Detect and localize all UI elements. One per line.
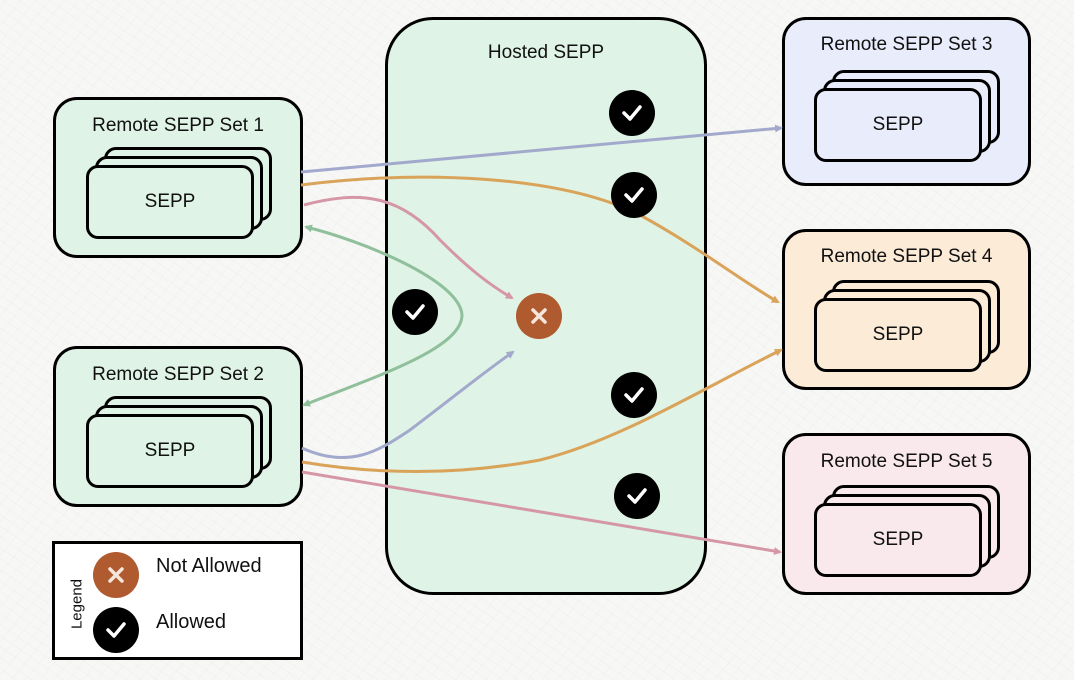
flow-set1-to-set3	[300, 124, 783, 174]
remote-set-title: Remote SEPP Set 3	[820, 34, 993, 55]
remote-set-title: Remote SEPP Set 5	[820, 451, 993, 472]
sepp-node-label: SEPP	[144, 440, 196, 461]
legend-label-not-allowed: Not Allowed	[156, 555, 262, 577]
legend-label-allowed: Allowed	[156, 611, 227, 633]
sepp-node: SEPP	[86, 165, 254, 239]
check-circle-icon	[106, 622, 126, 638]
hosted-sepp-title: Hosted SEPP	[487, 42, 605, 63]
allowed-badge	[611, 172, 657, 218]
remote-set-title: Remote SEPP Set 2	[92, 364, 264, 385]
remote-sepp-set-4: Remote SEPP Set 4 SEPP	[782, 229, 1031, 390]
not-allowed-legend-badge	[93, 552, 139, 598]
sepp-node: SEPP	[814, 88, 982, 162]
sepp-node-label: SEPP	[872, 114, 924, 135]
x-icon	[531, 308, 547, 324]
legend-title: Legend	[68, 578, 86, 630]
allowed-badge	[611, 372, 657, 418]
sepp-node-label: SEPP	[872, 529, 924, 550]
check-icon	[627, 488, 647, 504]
flow-set1-to-set4	[300, 175, 780, 304]
sepp-node-label: SEPP	[872, 324, 924, 345]
flow-set2-to-hosted	[301, 350, 515, 460]
check-icon	[405, 304, 425, 320]
remote-sepp-set-1: Remote SEPP Set 1 SEPP	[53, 97, 303, 258]
flow-set2-to-set4	[301, 348, 783, 473]
flow-set2-to-set5	[301, 470, 782, 555]
allowed-badge	[609, 90, 655, 136]
allowed-badge	[614, 473, 660, 519]
sepp-node-label: SEPP	[144, 191, 196, 212]
remote-sepp-set-2: Remote SEPP Set 2 SEPP	[53, 346, 303, 507]
flow-set1-to-hosted	[303, 195, 514, 300]
sepp-node: SEPP	[814, 298, 982, 372]
sepp-node: SEPP	[814, 503, 982, 577]
allowed-legend-badge	[93, 607, 139, 653]
allowed-badge	[392, 289, 438, 335]
check-icon	[624, 387, 644, 403]
legend: Legend Not Allowed Allowed	[52, 541, 303, 660]
check-icon	[624, 187, 644, 203]
remote-sepp-set-5: Remote SEPP Set 5 SEPP	[782, 433, 1031, 595]
x-circle-icon	[108, 567, 124, 583]
remote-set-title: Remote SEPP Set 4	[820, 246, 993, 267]
remote-set-title: Remote SEPP Set 1	[92, 115, 264, 136]
check-icon	[622, 105, 642, 121]
flow-set2-set1-bidirectional	[302, 224, 464, 407]
sepp-node: SEPP	[86, 414, 254, 488]
remote-sepp-set-3: Remote SEPP Set 3 SEPP	[782, 17, 1031, 186]
not-allowed-badge	[516, 293, 562, 339]
